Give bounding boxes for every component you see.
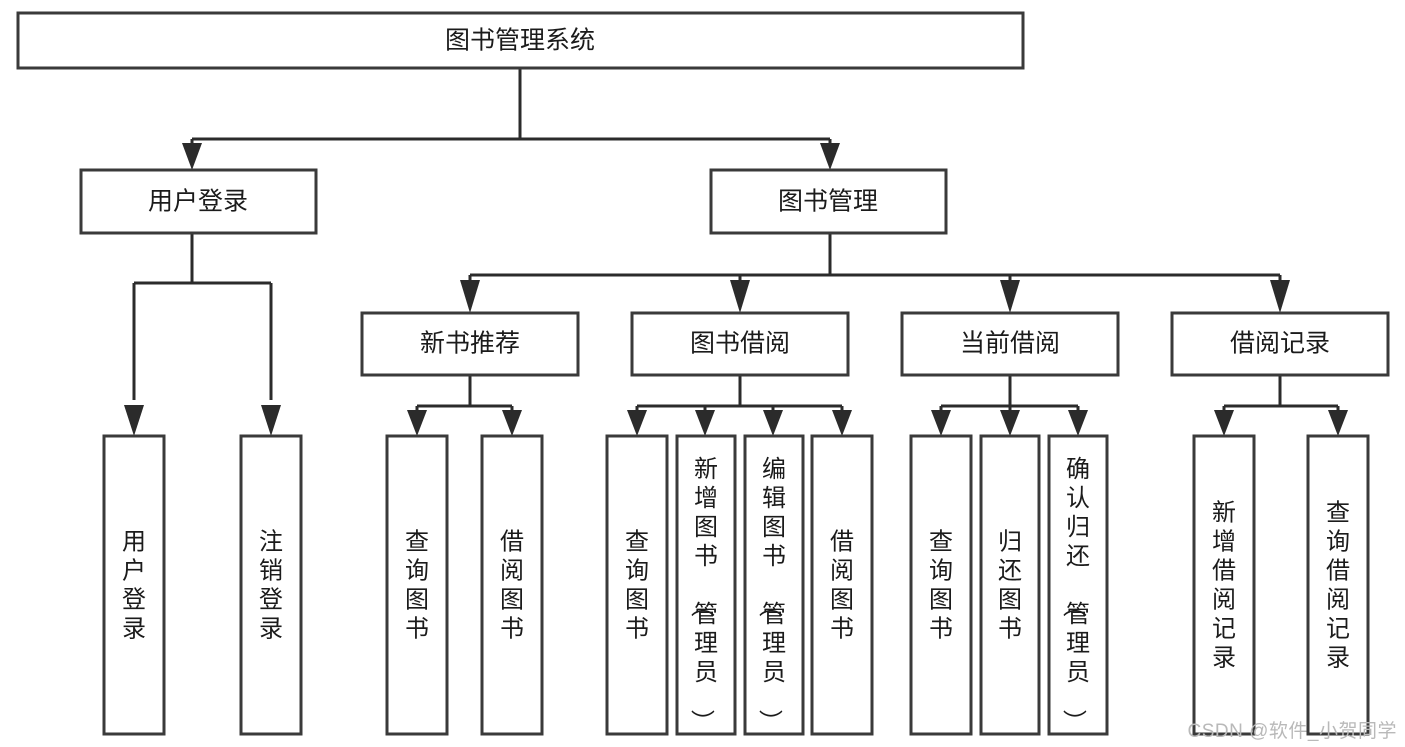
node-book-manage[interactable]: 图书管理 <box>709 168 948 235</box>
leaf-node[interactable]: 确认归还（管理员） <box>1047 434 1109 736</box>
leaf-currentborrow-return-box[interactable] <box>979 434 1041 736</box>
node-new-book-recommend[interactable]: 新书推荐 <box>360 311 580 377</box>
leaf-currentborrow-confirm-box[interactable] <box>1047 434 1109 736</box>
arrow-to-newbook-child-1 <box>407 410 427 436</box>
leaf-node[interactable]: 查询图书 <box>605 434 669 736</box>
leaf-node[interactable]: 查询图书 <box>385 434 449 736</box>
arrow-to-book-borrow <box>730 280 750 313</box>
leaf-borrowrecord-add-box[interactable] <box>1192 434 1256 736</box>
arrow-to-leaf-user-login <box>124 405 144 436</box>
node-user-login[interactable]: 用户登录 <box>79 168 318 235</box>
arrow-to-currentborrow-child-2 <box>1000 410 1020 436</box>
leaf-node[interactable]: 用户登录 <box>102 434 166 736</box>
arrow-to-book-manage <box>820 143 840 170</box>
arrow-to-bookborrow-child-4 <box>832 410 852 436</box>
arrow-to-bookborrow-child-3 <box>763 410 783 436</box>
node-new-book-recommend-box[interactable] <box>360 311 580 377</box>
arrow-to-bookborrow-child-2 <box>695 410 715 436</box>
leaf-currentborrow-confirm-label: 确认归还（管理员） <box>1060 456 1090 733</box>
arrow-to-leaf-logout <box>261 405 281 436</box>
leaf-logout-label: 注销登录 <box>259 529 283 643</box>
leaf-newbook-borrow-box[interactable] <box>480 434 544 736</box>
leaf-node[interactable]: 新增图书（管理员） <box>675 434 737 736</box>
leaf-node[interactable]: 归还图书 <box>979 434 1041 736</box>
leaf-borrowrecord-add-label: 新增借阅记录 <box>1212 500 1236 672</box>
leaf-bookborrow-edit-label: 编辑图书（管理员） <box>756 456 786 733</box>
leaf-bookborrow-add-label: 新增图书（管理员） <box>688 456 718 733</box>
leaf-node[interactable]: 查询图书 <box>909 434 973 736</box>
leaf-currentborrow-return-label: 归还图书 <box>998 529 1022 643</box>
arrow-to-bookborrow-child-1 <box>627 410 647 436</box>
leaf-currentborrow-query-box[interactable] <box>909 434 973 736</box>
leaf-bookborrow-query-label: 查询图书 <box>625 529 649 643</box>
arrow-to-currentborrow-child-1 <box>931 410 951 436</box>
arrow-to-borrow-record <box>1270 280 1290 313</box>
leaf-user-login-label: 用户登录 <box>122 529 146 643</box>
leaf-node[interactable]: 新增借阅记录 <box>1192 434 1256 736</box>
leaf-node[interactable]: 查询借阅记录 <box>1306 434 1370 736</box>
arrow-to-borrowrecord-child-1 <box>1214 410 1234 436</box>
node-book-borrow[interactable]: 图书借阅 <box>630 311 850 377</box>
arrow-to-new-book <box>460 280 480 313</box>
arrow-to-borrowrecord-child-2 <box>1328 410 1348 436</box>
node-current-borrow-label: 当前借阅 <box>960 330 1060 358</box>
leaf-currentborrow-query-label: 查询图书 <box>929 529 953 643</box>
node-current-borrow-box[interactable] <box>900 311 1120 377</box>
leaf-node[interactable]: 编辑图书（管理员） <box>743 434 805 736</box>
leaf-newbook-query-box[interactable] <box>385 434 449 736</box>
node-root-label: 图书管理系统 <box>445 27 595 55</box>
csdn-watermark: CSDN @软件_小贺同学 <box>1187 721 1397 742</box>
node-root[interactable]: 图书管理系统 <box>16 11 1025 70</box>
leaf-logout-box[interactable] <box>239 434 303 736</box>
node-borrow-record-label: 借阅记录 <box>1230 330 1330 358</box>
node-book-borrow-label: 图书借阅 <box>690 330 790 358</box>
leaf-borrowrecord-query-box[interactable] <box>1306 434 1370 736</box>
arrow-to-current-borrow <box>1000 280 1020 313</box>
node-book-manage-box[interactable] <box>709 168 948 235</box>
leaf-bookborrow-query-box[interactable] <box>605 434 669 736</box>
node-book-borrow-box[interactable] <box>630 311 850 377</box>
leaf-newbook-query-label: 查询图书 <box>405 529 429 643</box>
leaf-bookborrow-borrow-box[interactable] <box>810 434 874 736</box>
node-new-book-recommend-label: 新书推荐 <box>420 330 520 358</box>
leaf-bookborrow-borrow-label: 借阅图书 <box>830 529 854 643</box>
leaf-bookborrow-edit-box[interactable] <box>743 434 805 736</box>
arrow-to-user-login <box>182 143 202 170</box>
node-borrow-record-box[interactable] <box>1170 311 1390 377</box>
leaf-node[interactable]: 借阅图书 <box>810 434 874 736</box>
node-user-login-label: 用户登录 <box>148 188 248 216</box>
leaf-bookborrow-add-box[interactable] <box>675 434 737 736</box>
node-borrow-record[interactable]: 借阅记录 <box>1170 311 1390 377</box>
leaf-node[interactable]: 注销登录 <box>239 434 303 736</box>
arrow-to-newbook-child-2 <box>502 410 522 436</box>
node-user-login-box[interactable] <box>79 168 318 235</box>
leaf-node[interactable]: 借阅图书 <box>480 434 544 736</box>
arrow-to-currentborrow-child-3 <box>1068 410 1088 436</box>
leaf-borrowrecord-query-label: 查询借阅记录 <box>1326 500 1350 672</box>
node-book-manage-label: 图书管理 <box>778 188 878 216</box>
leaf-user-login-box[interactable] <box>102 434 166 736</box>
connector-group <box>124 68 1348 436</box>
node-current-borrow[interactable]: 当前借阅 <box>900 311 1120 377</box>
node-root-box[interactable] <box>16 11 1025 70</box>
leaf-newbook-borrow-label: 借阅图书 <box>500 529 524 643</box>
